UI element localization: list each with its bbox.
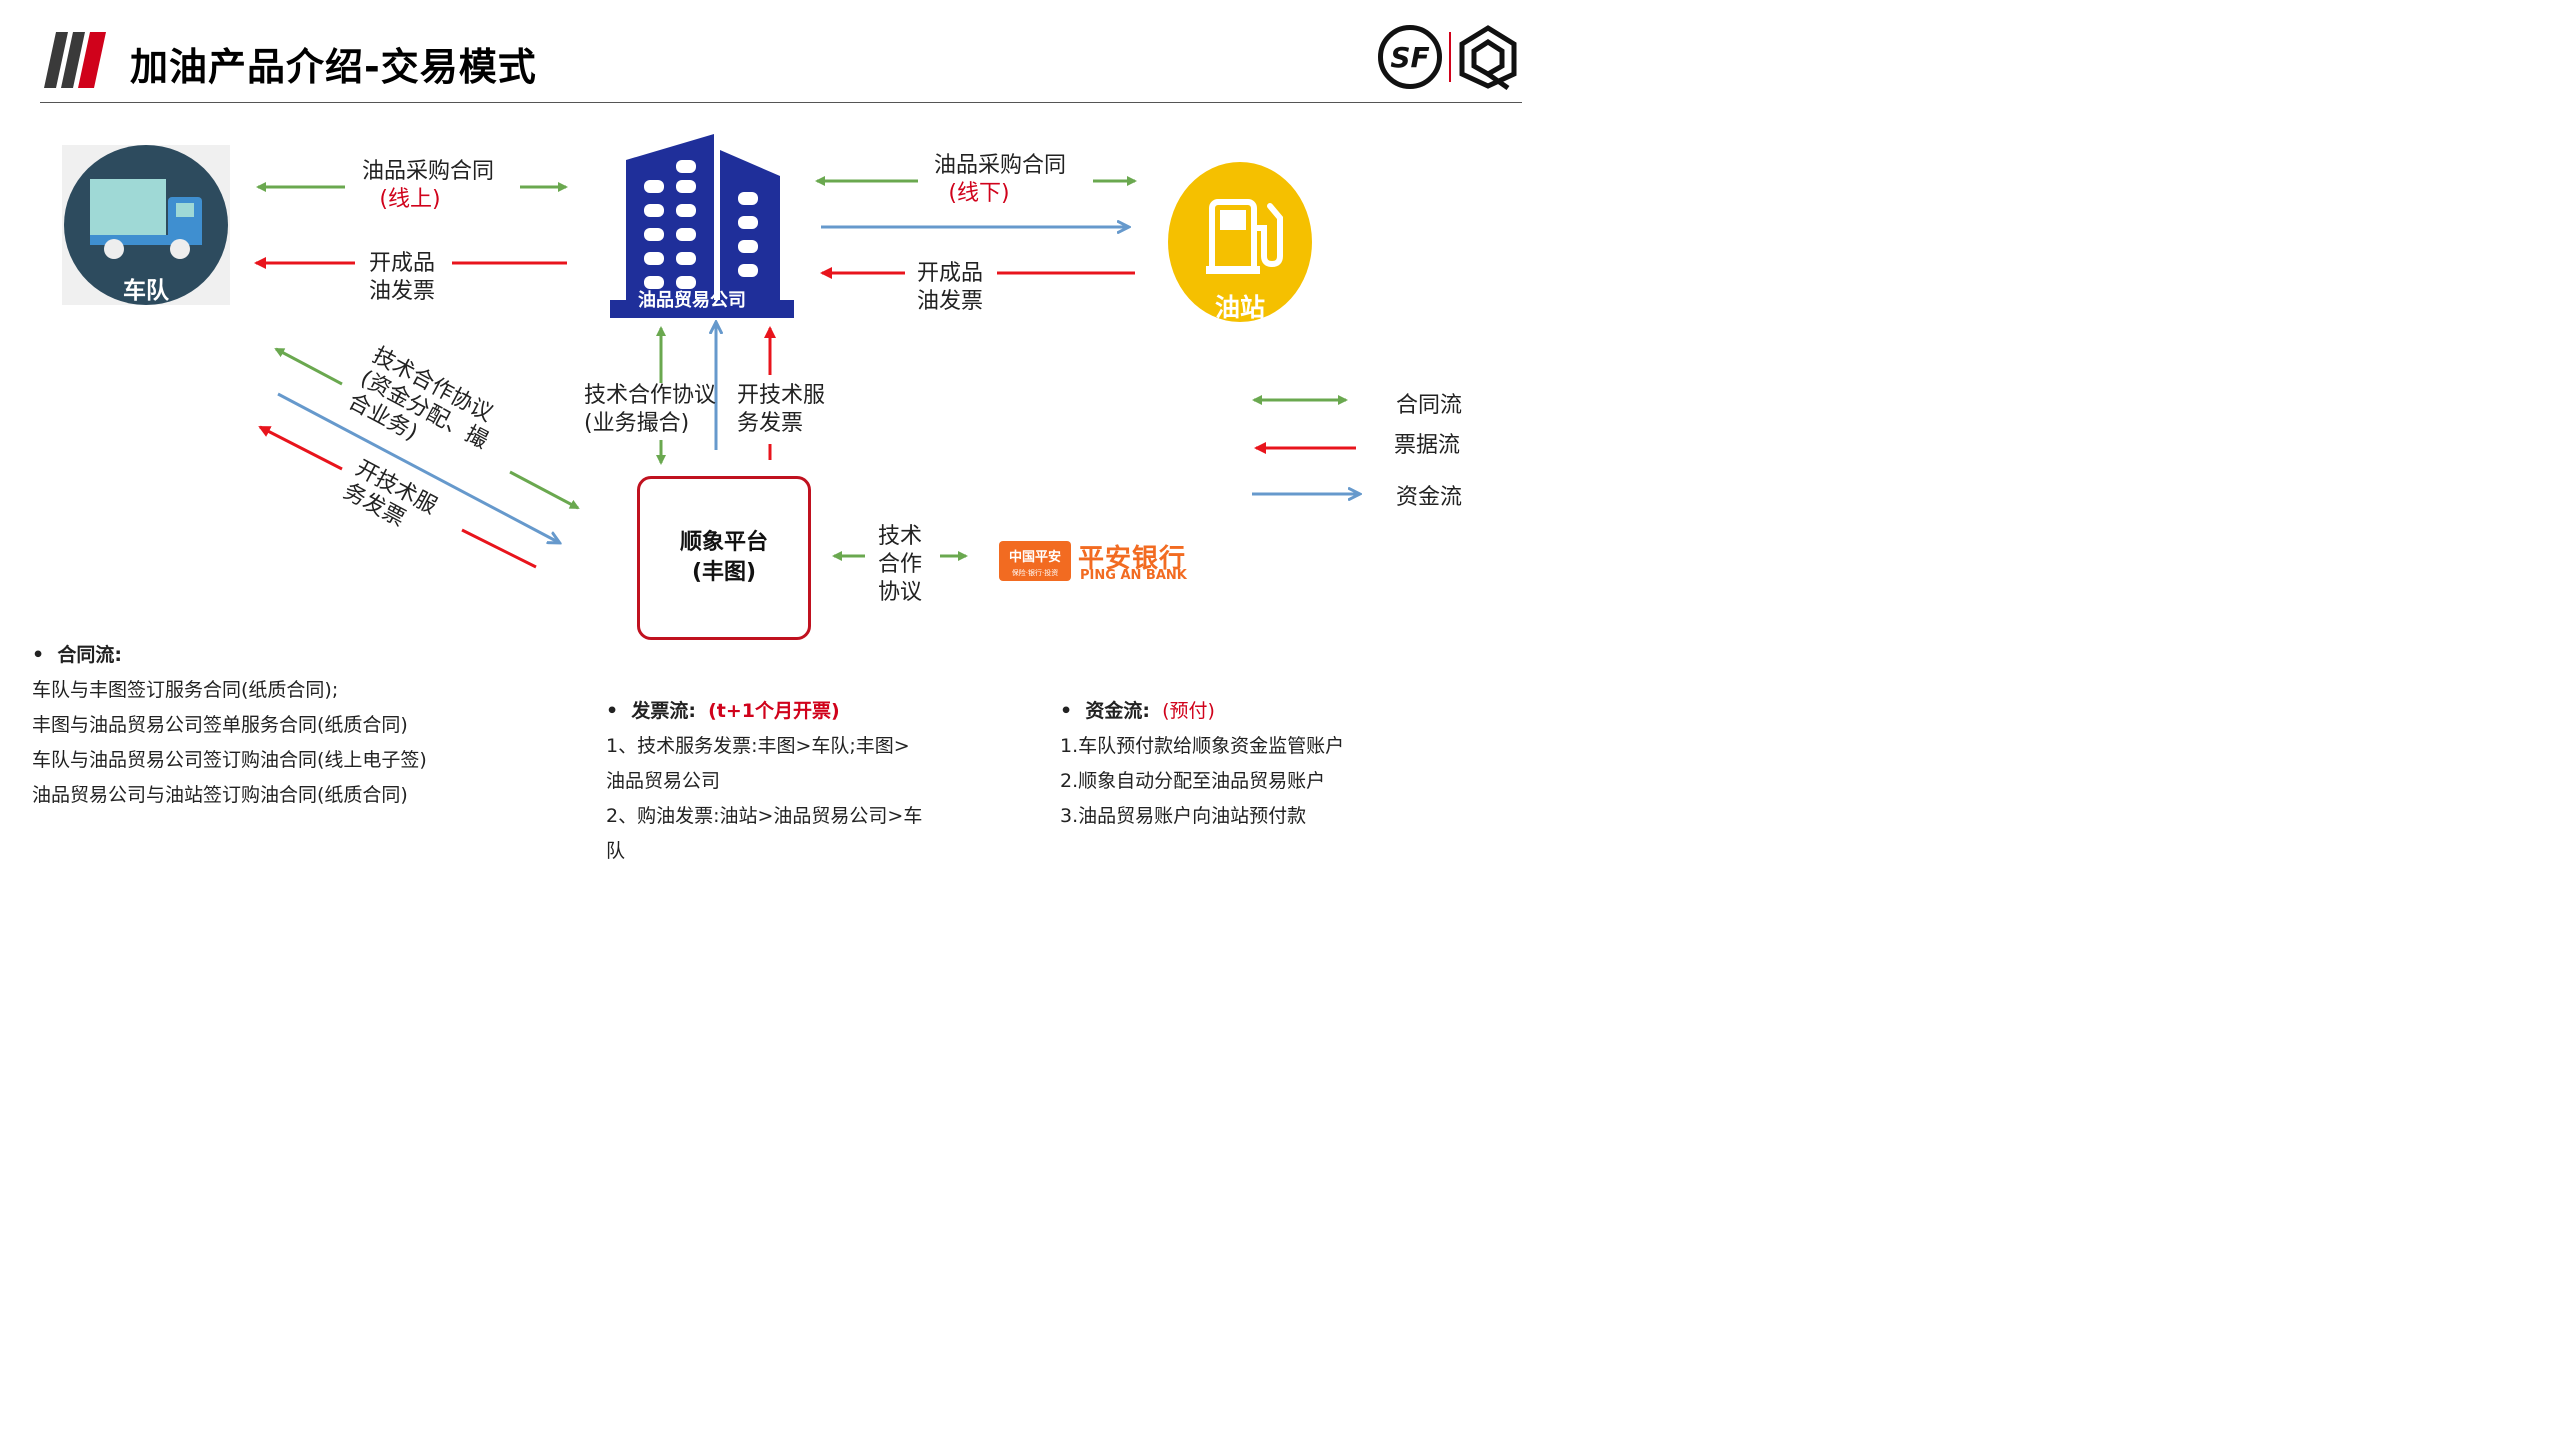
invoice-note-item: 1、技术服务发票:丰图>车队;丰图> (606, 735, 910, 757)
station-contract-label: 油品采购合同 (线下) (920, 152, 1080, 208)
contract-note-item: 丰图与油品贸易公司签单服务合同(纸质合同) (32, 714, 408, 736)
flow-arrows (254, 176, 1568, 569)
contract-note-item: 车队与油品贸易公司签订购油合同(线上电子签) (32, 749, 427, 771)
header-divider (40, 102, 1522, 103)
building-icon (610, 134, 794, 318)
invoice-notes-heading: 发票流: (631, 700, 696, 722)
gas-station-label: 油站 (1214, 293, 1265, 322)
invoice-note-item: 油品贸易公司 (606, 770, 721, 792)
bank-name-en: PING AN BANK (1080, 568, 1187, 583)
pingan-badge-subtext: 保险·银行·投资 (1011, 569, 1059, 577)
page-title: 加油产品介绍-交易模式 (130, 45, 537, 89)
legend-funds: 资金流 (1396, 485, 1463, 510)
sf-logo-text: SF (1390, 40, 1430, 74)
fleet-circle: 车队 (64, 145, 228, 305)
contract-note-item: 油品贸易公司与油站签订购油合同(纸质合同) (32, 784, 408, 806)
funds-notes-title: • 资金流: (预付) (1060, 700, 1215, 722)
platform-name: 顺象平台 (679, 530, 768, 555)
fleet-label: 车队 (123, 278, 169, 304)
bank-agreement-line2: 合作 (877, 552, 922, 577)
pingan-badge-text: 中国平安 (1008, 550, 1061, 565)
trade-company-label: 油品贸易公司 (638, 290, 746, 311)
fleet-contract-mode: (线上) (379, 187, 441, 212)
bank-agreement-line3: 协议 (877, 580, 922, 605)
gas-station-node: 油站 (1168, 162, 1312, 322)
mid-agreement-label: 技术合作协议 (业务撮合) (584, 382, 724, 438)
funds-notes: • 资金流: (预付) 1.车队预付款给顺象资金监管账户 2.顺象自动分配至油品… (1060, 694, 1460, 834)
station-invoice-line1: 开成品 (916, 261, 983, 286)
pingan-badge: 中国平安 保险·银行·投资 (999, 541, 1071, 581)
funds-note-item: 2.顺象自动分配至油品贸易账户 (1060, 770, 1326, 792)
funds-note-item: 3.油品贸易账户向油站预付款 (1060, 805, 1307, 827)
station-contract-mode: (线下) (948, 181, 1010, 206)
bank-name-cn: 平安银行 (1078, 544, 1187, 574)
invoice-note-item: 队 (606, 840, 626, 862)
fleet-invoice-label: 开成品 油发票 (356, 250, 448, 306)
mid-agreement-line2: (业务撮合) (584, 411, 690, 436)
mid-agreement-line1: 技术合作协议 (584, 383, 717, 408)
legend-invoice: 票据流 (1394, 433, 1461, 458)
mid-invoice-label: 开技术服 务发票 (737, 382, 833, 438)
fuel-pump-icon (1206, 199, 1283, 274)
contract-notes: • 合同流: 车队与丰图签订服务合同(纸质合同); 丰图与油品贸易公司签单服务合… (32, 638, 572, 813)
bank-agreement-label: 技术 合作 协议 (872, 523, 928, 607)
invoice-note-item: 2、购油发票:油站>油品贸易公司>车 (606, 805, 923, 827)
fleet-invoice-line2: 油发票 (368, 279, 435, 304)
fleet-invoice-line1: 开成品 (368, 251, 435, 276)
fleet-node: 车队 (62, 145, 230, 305)
invoice-notes-period: (t+1个月开票) (708, 700, 840, 722)
bank-agreement-line1: 技术 (877, 524, 922, 549)
fleet-contract-label: 油品采购合同 (线上) (348, 158, 508, 214)
sf-logo: SF (1378, 25, 1442, 89)
brand-stripes-icon (44, 32, 106, 88)
station-invoice-label: 开成品 油发票 (904, 260, 996, 316)
invoice-notes-title: • 发票流: (t+1个月开票) (606, 700, 840, 722)
platform-subname: (丰图) (691, 560, 757, 585)
truck-icon (90, 179, 202, 259)
mid-invoice-line2: 务发票 (737, 411, 804, 436)
fleet-contract-title: 油品采购合同 (361, 159, 494, 184)
station-contract-title: 油品采购合同 (933, 153, 1066, 178)
fengtu-logo-icon (1459, 25, 1517, 90)
station-invoice-line2: 油发票 (916, 289, 983, 314)
funds-notes-heading: 资金流: (1085, 700, 1150, 722)
contract-notes-heading: 合同流: (57, 644, 122, 666)
funds-note-item: 1.车队预付款给顺象资金监管账户 (1060, 735, 1345, 757)
invoice-notes: • 发票流: (t+1个月开票) 1、技术服务发票:丰图>车队;丰图> 油品贸易… (606, 694, 966, 869)
contract-note-item: 车队与丰图签订服务合同(纸质合同); (32, 679, 339, 701)
legend-contract: 合同流 (1396, 393, 1463, 418)
contract-notes-title: • 合同流: (32, 644, 122, 666)
funds-notes-mode: (预付) (1162, 700, 1215, 722)
platform-box: 顺象平台 (丰图) (637, 476, 811, 640)
mid-invoice-line1: 开技术服 (737, 383, 826, 408)
logo-divider (1449, 32, 1451, 82)
